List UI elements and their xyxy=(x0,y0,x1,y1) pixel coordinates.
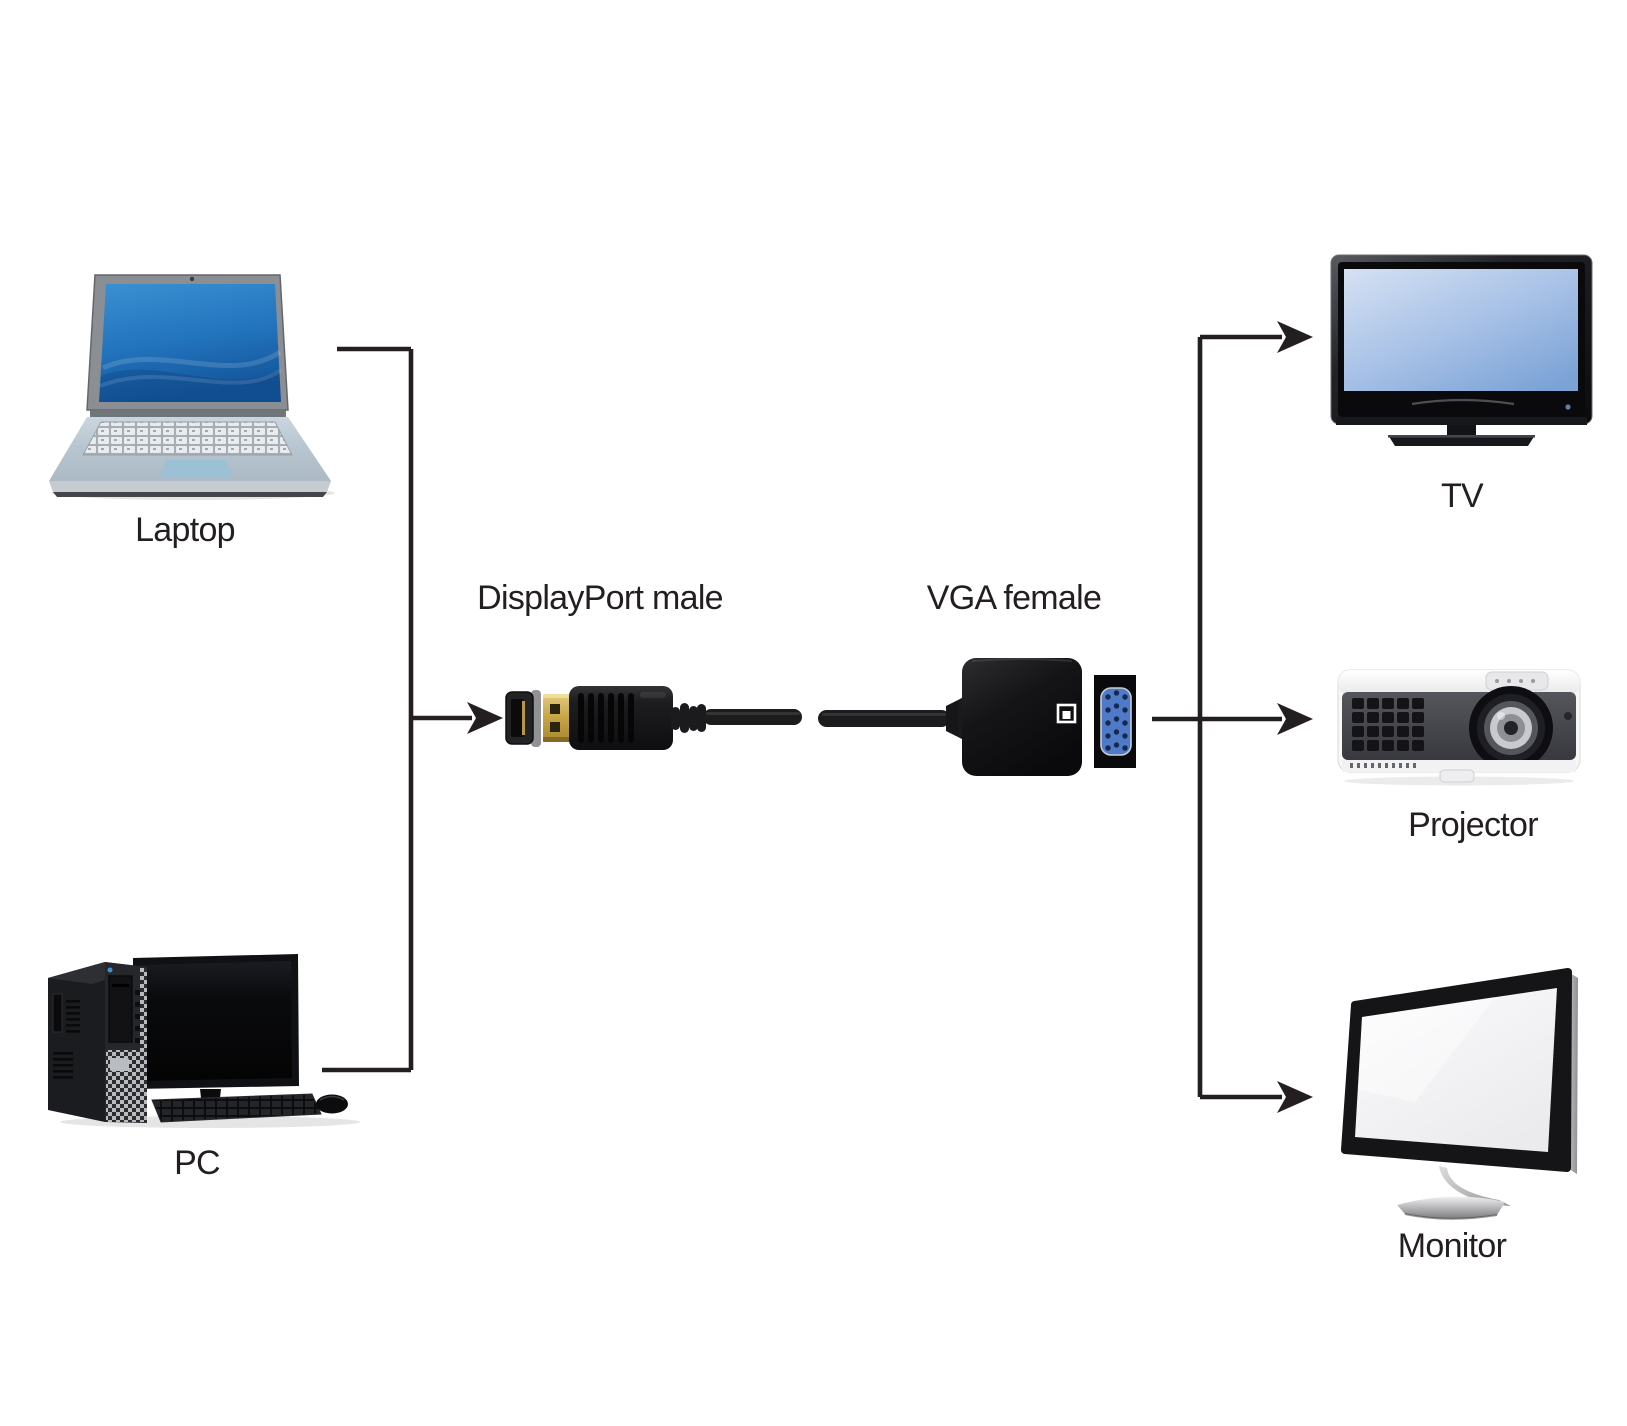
vga-female-label: VGA female xyxy=(926,579,1102,617)
pc-mouse xyxy=(316,1094,348,1114)
monitor-illustration xyxy=(1335,952,1593,1224)
laptop-screen xyxy=(99,284,281,402)
monitor-label: Monitor xyxy=(1397,1227,1507,1265)
projector-label: Projector xyxy=(1408,806,1538,844)
optical-drive xyxy=(108,975,133,1043)
adapter-body xyxy=(962,658,1082,776)
pc-keyboard xyxy=(151,1093,322,1123)
display-icon xyxy=(1056,703,1077,724)
vga-port xyxy=(1100,687,1132,756)
laptop-touchpad xyxy=(160,460,232,477)
dp-strain-relief xyxy=(671,703,706,733)
monitor-screen xyxy=(1355,988,1557,1152)
displayport-male-image xyxy=(498,678,804,760)
laptop-hinge xyxy=(90,410,286,417)
laptop-label: Laptop xyxy=(135,511,235,549)
pc-illustration xyxy=(40,900,360,1130)
dp-housing xyxy=(569,686,673,750)
arrow-icon xyxy=(467,702,503,734)
vga-adapter-image xyxy=(812,648,1158,782)
tv-illustration xyxy=(1330,254,1596,450)
tv-base xyxy=(1388,435,1535,446)
dp-cable xyxy=(703,709,802,725)
projector-grille xyxy=(1352,698,1424,751)
arrow-icon xyxy=(1277,1081,1313,1113)
displayport-male-label: DisplayPort male xyxy=(477,579,723,617)
pc-monitor-screen xyxy=(140,961,292,1081)
monitor-base xyxy=(1397,1196,1505,1219)
tv-indicator-led xyxy=(1565,404,1571,410)
dp-plug-tip xyxy=(505,690,541,747)
tv-neck xyxy=(1447,425,1476,435)
laptop-front-lip xyxy=(49,481,331,492)
tv-screen xyxy=(1344,269,1578,391)
webcam-icon xyxy=(189,276,195,282)
projector-foot xyxy=(1439,769,1475,783)
power-button xyxy=(107,967,113,973)
tower-badge xyxy=(110,1058,129,1071)
projector-lens xyxy=(1469,686,1553,770)
pc-tower xyxy=(48,962,147,1123)
arrow-icon xyxy=(1277,703,1313,735)
tower-side xyxy=(48,962,105,1122)
dp-gold-connector xyxy=(543,694,572,742)
adapter-cable xyxy=(818,710,950,727)
laptop-illustration xyxy=(45,256,345,501)
laptop-keyboard xyxy=(82,421,293,456)
projector-illustration xyxy=(1336,664,1586,786)
tv-label: TV xyxy=(1440,477,1484,515)
arrow-icon xyxy=(1277,321,1313,353)
pc-label: PC xyxy=(174,1144,221,1182)
pc-monitor xyxy=(133,954,299,1115)
